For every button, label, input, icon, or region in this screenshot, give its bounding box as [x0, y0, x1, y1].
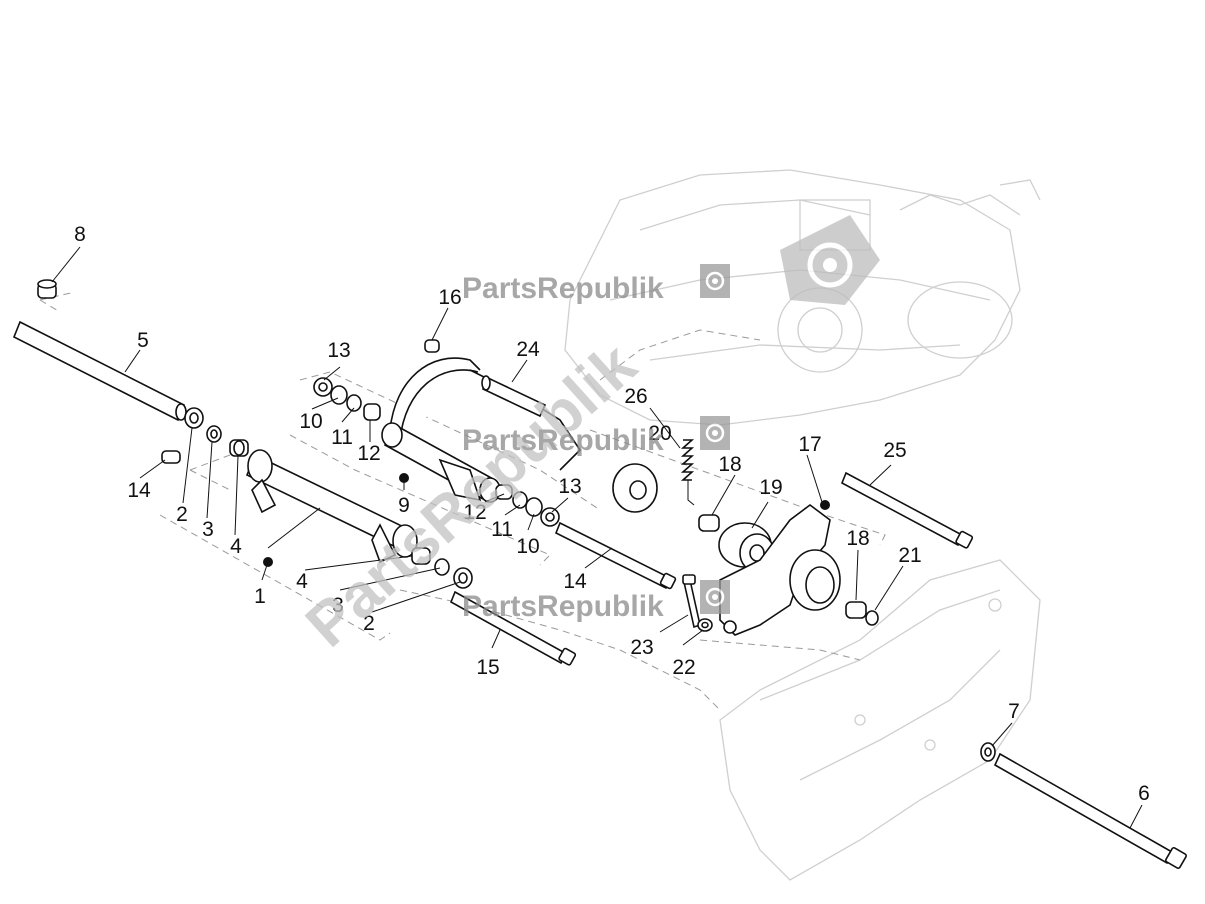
part-24-pin: [481, 375, 547, 418]
part-18-bushing-lower: [845, 601, 867, 619]
part-17-support-bracket: [719, 500, 841, 636]
callout-15: 15: [476, 656, 499, 679]
part-11-ring-upper: [346, 394, 362, 412]
part-10-washer-upper: [330, 385, 348, 405]
callout-13: 13: [558, 475, 581, 498]
part-26-rubber-mount: [612, 463, 658, 513]
callout-labels: 8 5 14 2 3 4 1 4 3 2 13 10 11 12 16 24 9…: [74, 223, 1150, 805]
part-6-main-bolt: [993, 752, 1187, 869]
part-15-bolt: [449, 590, 577, 666]
part-23-screw: [682, 574, 701, 629]
callout-4: 4: [230, 535, 242, 558]
callout-18: 18: [718, 453, 741, 476]
watermark-text: PartsRepublik: [462, 590, 664, 623]
callout-21: 21: [898, 544, 921, 567]
part-16-nut: [424, 339, 440, 353]
callout-2: 2: [176, 503, 188, 526]
callout-10: 10: [516, 535, 539, 558]
part-14-bushing: [161, 450, 181, 464]
part-3-ring-right: [434, 558, 450, 576]
callout-4: 4: [296, 570, 308, 593]
engine-outline: [564, 169, 1041, 426]
part-14-long-bolt: [554, 521, 677, 590]
callout-8: 8: [74, 223, 86, 246]
gear-icon: [700, 416, 730, 450]
part-2-seal-right: [453, 567, 473, 589]
part-10-washer-lower: [525, 497, 543, 517]
callout-5: 5: [137, 329, 149, 352]
callout-18: 18: [846, 527, 869, 550]
callout-14: 14: [563, 570, 587, 593]
callout-2: 2: [363, 612, 375, 635]
callout-25: 25: [883, 439, 906, 462]
part-11-ring-lower: [512, 491, 528, 509]
part-12-bushing-upper: [363, 403, 381, 421]
part-20-spring: [680, 439, 695, 506]
callout-3: 3: [202, 518, 214, 541]
part-13-washer-lower: [540, 507, 560, 527]
callout-13: 13: [327, 339, 350, 362]
callout-9: 9: [398, 494, 410, 517]
part-21-circlip: [865, 610, 879, 626]
gear-icon: [700, 580, 730, 614]
callout-24: 24: [516, 338, 540, 361]
callout-6: 6: [1138, 782, 1150, 805]
part-8-nut: [37, 279, 57, 299]
part-13-washer-upper: [313, 377, 333, 397]
leader-lines: [51, 246, 1143, 829]
callout-10: 10: [299, 410, 322, 433]
callout-16: 16: [438, 286, 461, 309]
callout-11: 11: [331, 426, 353, 449]
part-22-washer: [697, 618, 713, 632]
callout-3: 3: [332, 594, 344, 617]
callout-1: 1: [254, 585, 266, 608]
callout-20: 20: [648, 422, 671, 445]
callout-26: 26: [624, 385, 647, 408]
part-7-washer: [980, 742, 996, 762]
callout-22: 22: [672, 656, 695, 679]
callout-19: 19: [759, 476, 782, 499]
callout-14: 14: [127, 479, 151, 502]
frame-outline: [719, 559, 1041, 881]
part-25-long-bolt: [840, 471, 974, 549]
callout-12: 12: [463, 501, 486, 524]
grease-point-dot: [820, 500, 830, 510]
callout-17: 17: [798, 433, 821, 456]
callout-12: 12: [357, 442, 380, 465]
gear-icon: [780, 215, 880, 305]
part-2-seal-left: [184, 407, 204, 429]
gear-icon: [700, 264, 730, 298]
watermark-text: PartsRepublik: [462, 272, 664, 305]
part-4-bearing-left: [229, 439, 249, 457]
callout-7: 7: [1008, 700, 1020, 723]
watermark-text: PartsRepublik: [462, 424, 664, 457]
callout-23: 23: [630, 636, 653, 659]
part-5-pivot-shaft: [12, 320, 187, 422]
part-3-ring-left: [206, 425, 222, 443]
callout-11: 11: [491, 518, 513, 541]
part-18-bushing-upper: [698, 514, 720, 532]
part-1-crossmember: [245, 449, 418, 567]
